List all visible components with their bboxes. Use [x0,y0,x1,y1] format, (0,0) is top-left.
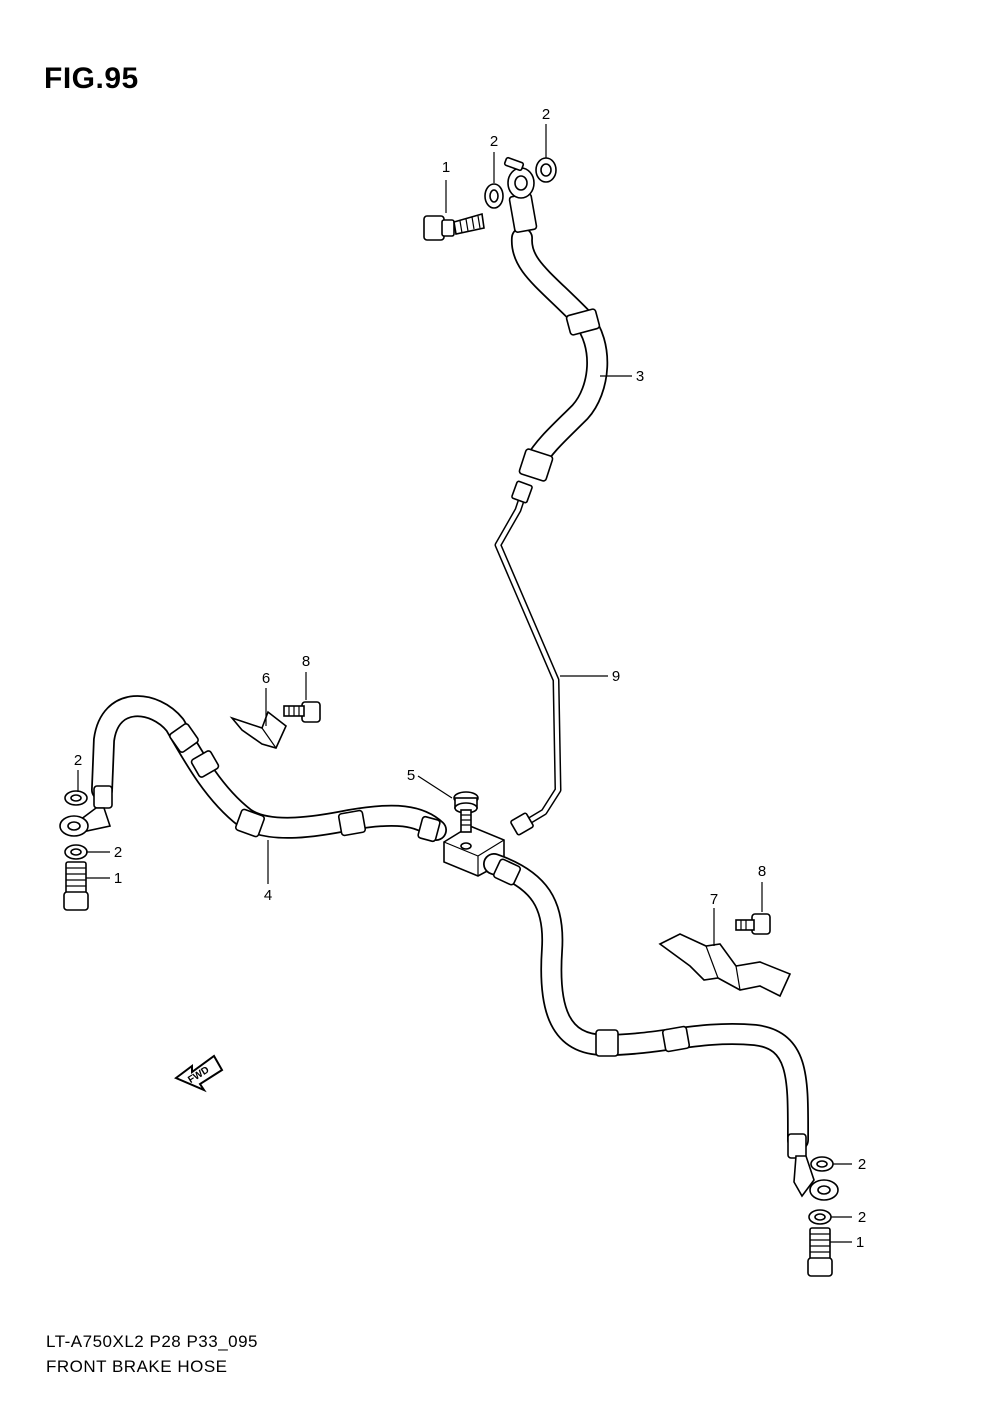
brake-hose-4-left [91,695,447,843]
gasket-washer-left-b [64,844,88,860]
gasket-washer-right-b [808,1209,832,1225]
callout-left-2a: 2 [74,752,82,769]
model-code: LT-A750XL2 P28 P33_095 [46,1332,259,1351]
hose-clamp-6 [229,710,287,749]
forward-direction-arrow: FWD [174,1054,224,1093]
brake-hose-right [483,853,810,1159]
callout-6: 6 [262,670,270,687]
left-banjo-fitting [59,807,112,837]
callout-top-2b: 2 [542,106,550,123]
figure-caption: FRONT BRAKE HOSE [46,1357,228,1376]
upper-banjo-fitting [503,156,535,199]
callout-right-2a: 2 [858,1156,866,1173]
callout-4: 4 [264,887,272,904]
brake-hose-3 [508,193,609,482]
callout-7: 7 [710,891,718,908]
callout-right-2b: 2 [858,1209,866,1226]
hose-clamp-7 [658,933,792,998]
callout-3: 3 [636,368,644,385]
gasket-washer-top-a [484,183,504,209]
gasket-washer-right-a [810,1156,834,1172]
joint-mounting-bolt [453,791,479,833]
gasket-washer-left-a [64,790,88,806]
callout-left-1: 1 [114,870,122,887]
callout-8-left: 8 [302,653,310,670]
callout-5: 5 [407,767,415,784]
callout-8-right: 8 [758,863,766,880]
callout-right-1: 1 [856,1234,864,1251]
gasket-washer-top-b [535,157,557,183]
callout-9: 9 [612,668,620,685]
callout-top-1: 1 [442,159,450,176]
clamp-bolt-8-left [283,701,321,723]
leader-lines [77,124,852,1243]
clamp-bolt-8-right [735,913,771,935]
right-banjo-fitting [793,1155,839,1201]
callout-left-2b: 2 [114,844,122,861]
callout-top-2a: 2 [490,133,498,150]
union-bolt-right [807,1227,833,1277]
union-bolt-left [63,861,89,911]
figure-title: FIG.95 [44,62,139,95]
union-bolt-top [423,212,485,241]
brake-pipe-9 [494,480,562,836]
